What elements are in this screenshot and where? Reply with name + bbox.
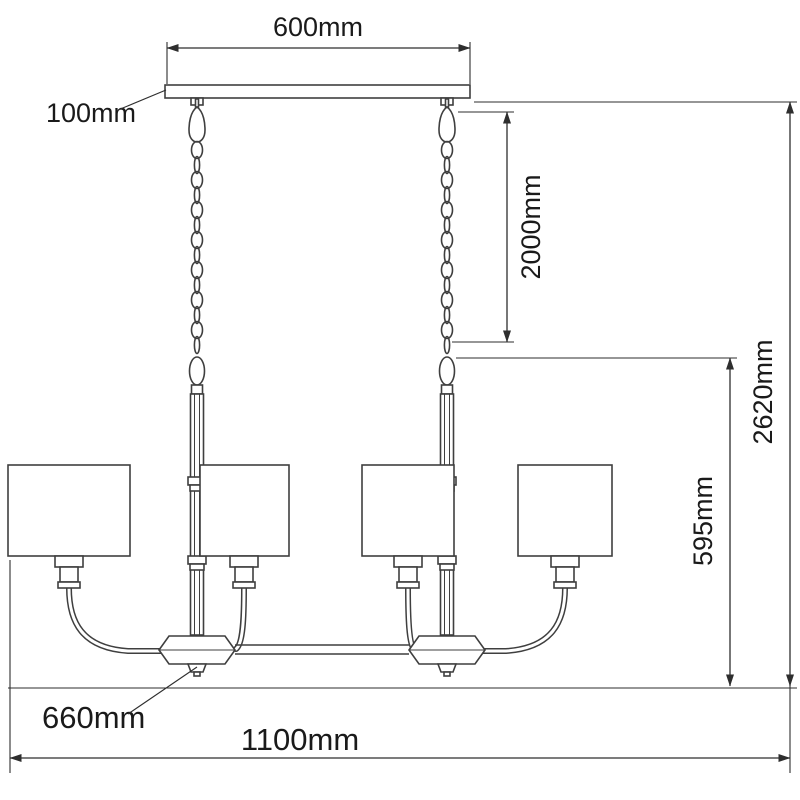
dimension-body-width: 660mm — [42, 666, 198, 735]
fixture-arms — [66, 585, 568, 655]
candle-holder-3 — [393, 555, 423, 568]
candle-holder-2 — [229, 555, 259, 568]
shade-2 — [199, 464, 290, 589]
candle-holder-1 — [54, 555, 84, 568]
chain-length-label: 2000mm — [516, 174, 546, 279]
arm-4 — [479, 585, 568, 654]
column-loop-right — [438, 356, 456, 386]
chain-right — [440, 140, 454, 355]
column-loop-left — [188, 356, 206, 386]
body-width-leader — [127, 666, 198, 715]
ceiling-plate — [164, 84, 471, 106]
dimension-canopy-width: 600mm — [166, 12, 471, 84]
shade-1 — [7, 464, 131, 589]
canopy-depth-leader — [117, 89, 167, 111]
shade-3 — [361, 464, 455, 589]
dimension-fixture-height: 595mm — [8, 357, 797, 689]
dimension-overall-width: 1100mm — [9, 560, 791, 773]
overall-height-label: 2620mm — [748, 339, 778, 444]
body-width-label: 660mm — [42, 700, 145, 735]
canopy-width-label: 600mm — [273, 12, 363, 42]
column-left — [187, 356, 207, 636]
body-left — [158, 635, 236, 677]
fixture-height-label: 595mm — [688, 476, 718, 566]
shade-4 — [517, 464, 613, 589]
overall-width-label: 1100mm — [241, 722, 359, 757]
canopy-depth-label: 100mm — [46, 98, 136, 128]
chain-left — [190, 140, 204, 355]
dimension-chain-length: 2000mm — [452, 111, 546, 343]
dimension-overall-height: 2620mm — [474, 101, 797, 773]
arm-1 — [66, 585, 165, 654]
dimension-canopy-depth: 100mm — [46, 89, 167, 128]
body-right — [408, 635, 486, 677]
candle-holder-4 — [550, 555, 580, 568]
